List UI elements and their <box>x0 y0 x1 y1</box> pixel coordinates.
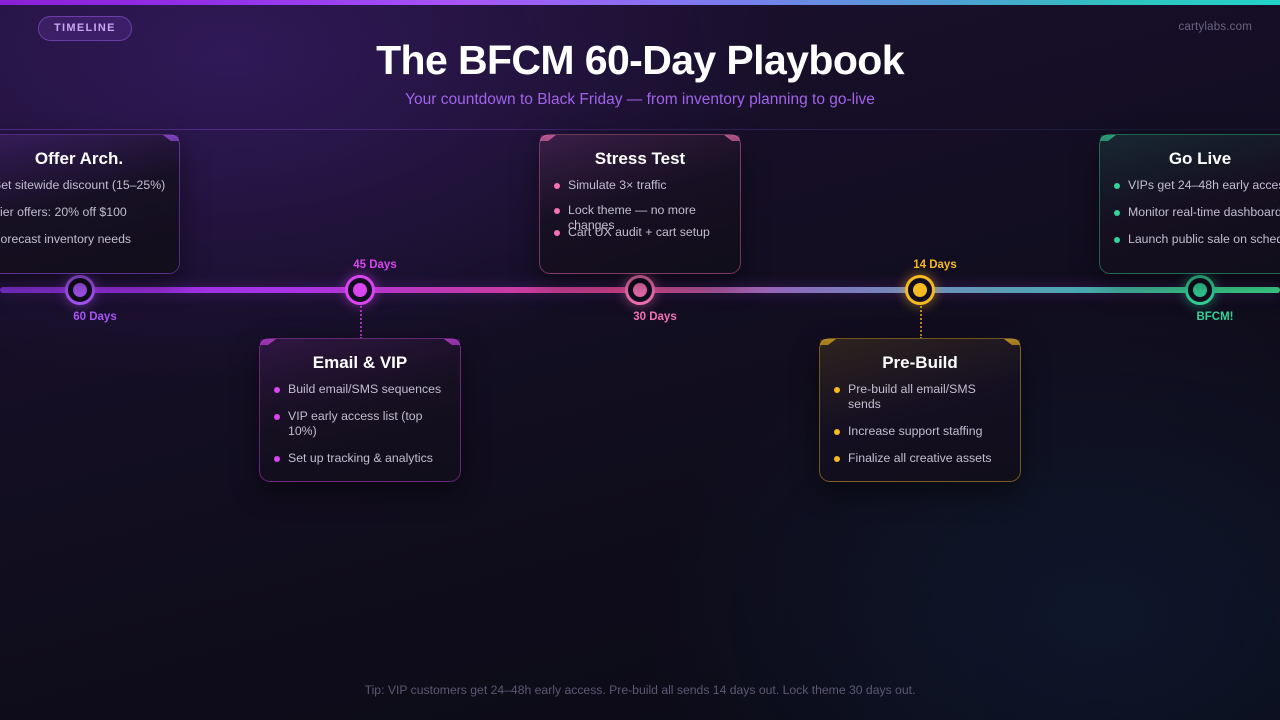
marker-dot-icon <box>353 283 367 297</box>
list-item-label: Set up tracking & analytics <box>288 451 433 465</box>
list-item: Cart UX audit + cart setup <box>552 225 730 240</box>
list-item-label: VIP early access list (top 10%) <box>288 409 423 438</box>
list-item-label: Finalize all creative assets <box>848 451 992 465</box>
marker-label-3: 14 Days <box>913 259 957 271</box>
list-item-label: Pre-build all email/SMS sends <box>848 382 976 411</box>
page-header: TIMELINE cartylabs.com The BFCM 60-Day P… <box>0 0 1280 130</box>
site-watermark: cartylabs.com <box>1178 21 1252 33</box>
timeline-card-0[interactable]: Offer Arch. Set sitewide discount (15–25%… <box>0 134 180 274</box>
timeline-marker-1[interactable] <box>345 275 375 305</box>
timeline-marker-3[interactable] <box>905 275 935 305</box>
list-item-label: Launch public sale on schedule <box>1128 232 1280 246</box>
list-item-label: Simulate 3× traffic <box>568 178 667 192</box>
list-item: VIP early access list (top 10%) <box>272 409 450 439</box>
bullet-icon <box>274 414 280 420</box>
marker-label-4: BFCM! <box>1196 311 1234 323</box>
marker-dot-icon <box>73 283 87 297</box>
bullet-icon <box>554 230 560 236</box>
list-item-label: Lock theme — no more changes <box>568 203 696 232</box>
footer-tip: Tip: VIP customers get 24–48h early acce… <box>364 683 916 697</box>
list-item: Build email/SMS sequences <box>272 382 450 397</box>
list-item: Set up tracking & analytics <box>272 451 450 466</box>
marker-dot-icon <box>633 283 647 297</box>
bullet-icon <box>834 456 840 462</box>
card-title-3: Pre-Build <box>882 353 958 372</box>
list-item: Launch public sale on schedule <box>1112 232 1280 247</box>
marker-label-2: 30 Days <box>633 311 677 323</box>
bullet-icon <box>1114 237 1120 243</box>
list-item-label: Set sitewide discount (15–25%) <box>0 178 166 192</box>
bullet-icon <box>554 183 560 189</box>
list-item: Simulate 3× traffic <box>552 178 730 193</box>
bullet-icon <box>834 387 840 393</box>
marker-label-0: 60 Days <box>73 311 117 323</box>
list-item: Finalize all creative assets <box>832 451 1010 466</box>
list-item: Forecast inventory needs <box>0 232 169 247</box>
list-item-label: Build email/SMS sequences <box>288 382 442 396</box>
bullet-icon <box>554 208 560 214</box>
card-title-2: Stress Test <box>594 149 686 168</box>
header-divider <box>0 129 1280 130</box>
card-connector-stem-3 <box>920 303 922 339</box>
list-item: Tier offers: 20% off $100 <box>0 205 169 220</box>
timeline-marker-2[interactable] <box>625 275 655 305</box>
list-item: Pre-build all email/SMS sends <box>832 382 1010 412</box>
marker-dot-icon <box>913 283 927 297</box>
bullet-icon <box>274 456 280 462</box>
card-connector-stem-1 <box>360 303 362 339</box>
card-title-1: Email & VIP <box>312 353 408 372</box>
list-item: Set sitewide discount (15–25%) <box>0 178 169 193</box>
timeline-marker-0[interactable] <box>65 275 95 305</box>
list-item-label: Increase support staffing <box>848 424 983 438</box>
bullet-icon <box>834 429 840 435</box>
card-title-4: Go Live <box>1168 149 1232 168</box>
page-title: The BFCM 60-Day Playbook <box>376 37 904 83</box>
page-subtitle: Your countdown to Black Friday — from in… <box>405 91 875 108</box>
bullet-icon <box>274 387 280 393</box>
bullet-icon <box>1114 210 1120 216</box>
list-item: VIPs get 24–48h early access <box>1112 178 1280 193</box>
list-item: Increase support staffing <box>832 424 1010 439</box>
list-item: Monitor real-time dashboards <box>1112 205 1280 220</box>
marker-dot-icon <box>1193 283 1207 297</box>
bullet-icon <box>1114 183 1120 189</box>
list-item-label: VIPs get 24–48h early access <box>1128 178 1280 192</box>
list-item-label: Forecast inventory needs <box>0 232 132 246</box>
timeline-badge: TIMELINE <box>38 16 132 41</box>
timeline-marker-4[interactable] <box>1185 275 1215 305</box>
list-item-label: Tier offers: 20% off $100 <box>0 205 127 219</box>
list-item-label: Cart UX audit + cart setup <box>568 225 710 239</box>
list-item-label: Monitor real-time dashboards <box>1128 205 1280 219</box>
top-accent-bar <box>0 0 1280 5</box>
card-title-0: Offer Arch. <box>34 149 124 168</box>
card-list-0: Set sitewide discount (15–25%) Tier offer… <box>0 178 179 261</box>
marker-label-1: 45 Days <box>353 259 397 271</box>
list-item: Lock theme — no more changes <box>552 203 730 233</box>
